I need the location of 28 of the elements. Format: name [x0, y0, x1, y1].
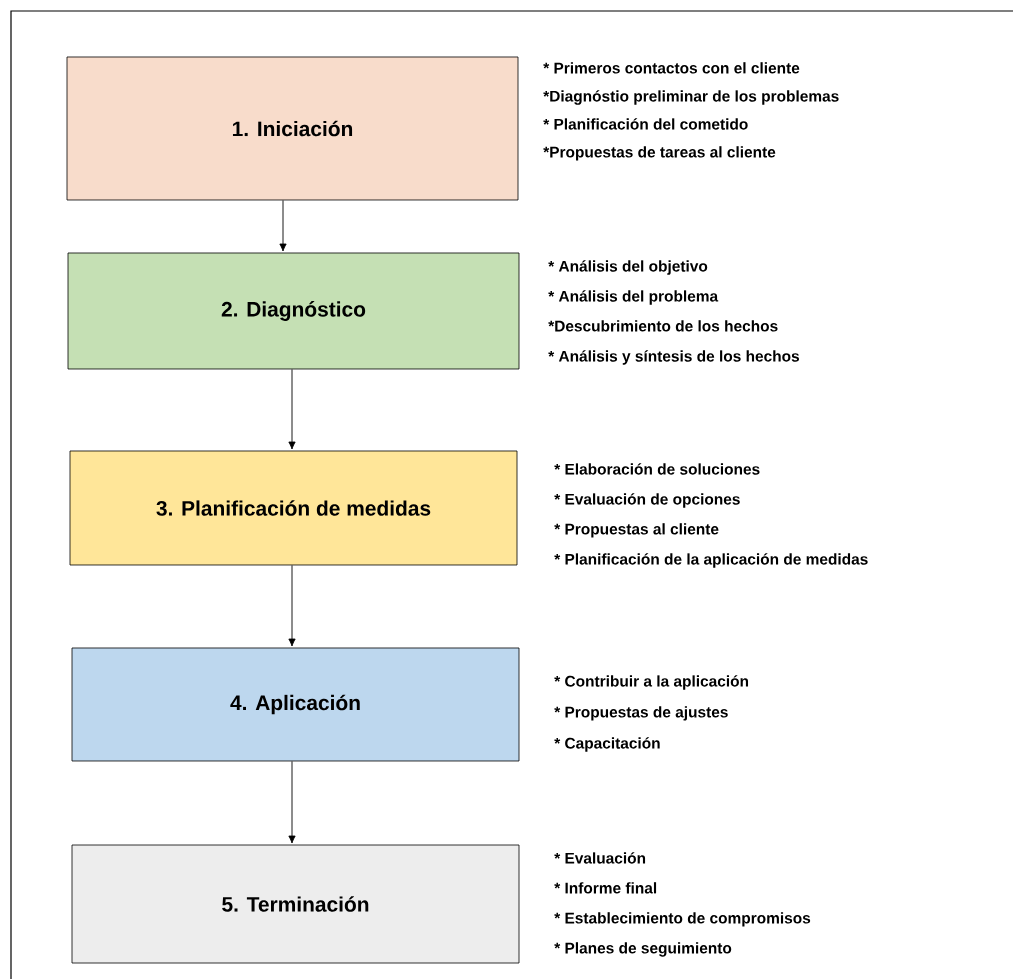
bullet-text: * Planes de seguimiento	[554, 942, 732, 957]
bullet-text: * Planificación del cometido	[543, 118, 748, 130]
bullet-text: * Contribuir a la aplicación	[554, 675, 749, 690]
bullet-text: * Evaluación de opciones	[554, 493, 740, 508]
bullet-text: *Propuestas de tareas al cliente	[543, 146, 776, 161]
bullet-text: * Capacitación	[554, 737, 660, 752]
bullet-text: * Evaluación	[554, 852, 646, 864]
arrow	[288, 564, 296, 647]
bullet-text: * Establecimiento de compromisos	[554, 912, 811, 927]
bullet-text: * Análisis del objetivo	[548, 260, 708, 275]
process-box: 2. Diagnóstico	[67, 252, 520, 370]
bullet-text: *Diagnóstio preliminar de los problemas	[543, 90, 839, 105]
bullet-text: * Análisis del problema	[548, 290, 719, 305]
bullet-text: * Propuestas de ajustes	[554, 706, 728, 721]
process-box: 3. Planificación de medidas	[69, 450, 518, 566]
arrow	[279, 199, 287, 252]
process-box: 1. Iniciación	[66, 56, 519, 201]
bullet-text: *Descubrimiento de los hechos	[548, 320, 778, 332]
arrow	[288, 760, 296, 844]
arrow	[288, 368, 296, 450]
bullet-text: * Propuestas al cliente	[554, 523, 719, 538]
process-box: 5. Terminación	[71, 844, 520, 964]
bullet-text: * Elaboración de soluciones	[554, 463, 760, 475]
bullet-text: * Informe final	[554, 882, 657, 894]
bullet-text: * Planificación de la aplicación de medidas	[554, 553, 868, 568]
process-box: 4. Aplicación	[71, 647, 520, 762]
bullet-text: * Primeros contactos con el cliente	[543, 62, 800, 74]
bullet-text: * Análisis y síntesis de los hechos	[548, 350, 799, 365]
